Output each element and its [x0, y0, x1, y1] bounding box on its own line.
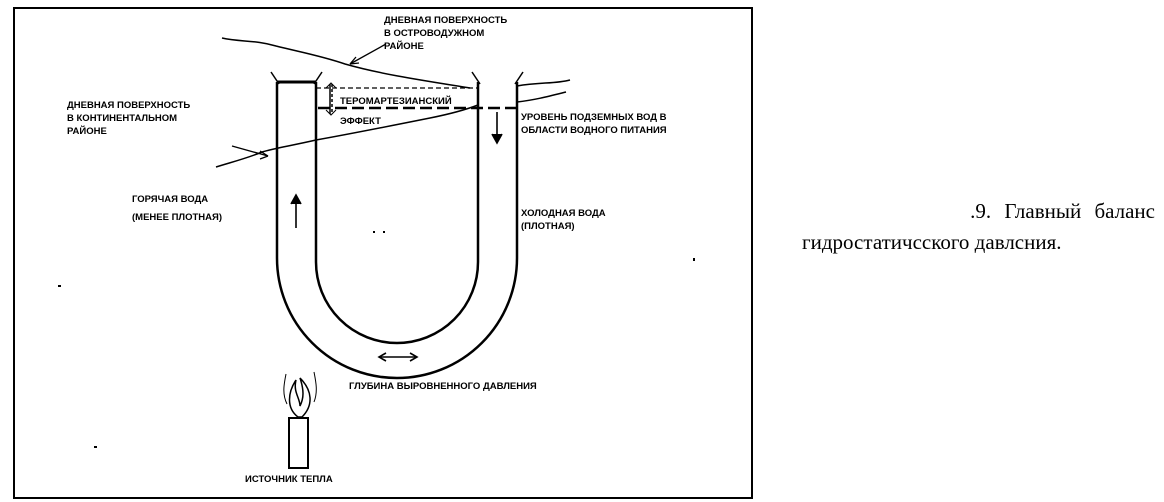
- figure-caption: .9. Главный баланс гидростатичсского дав…: [790, 196, 1155, 258]
- u-tube: [271, 72, 523, 378]
- diagram-frame: [14, 8, 752, 498]
- diagram-labels: ДНЕВНАЯ ПОВЕРХНОСТЬ В ОСТРОВОДУЖНОМ РАЙО…: [67, 15, 669, 485]
- flow-arrows: [291, 112, 502, 361]
- label-thermo-effect: ТЕРОМАРТЕЗИАНСКИЙ ЭФФЕКТ: [340, 95, 454, 127]
- label-surface-island: ДНЕВНАЯ ПОВЕРХНОСТЬ В ОСТРОВОДУЖНОМ РАЙО…: [384, 15, 510, 52]
- flame-icon: [290, 378, 311, 417]
- island-surface-line: [222, 38, 470, 88]
- label-heat-source: ИСТОЧНИК ТЕПЛА: [245, 474, 333, 485]
- continental-surface-line: [216, 105, 478, 167]
- heat-source: [284, 372, 316, 468]
- label-surface-continental: ДНЕВНАЯ ПОВЕРХНОСТЬ В КОНТИНЕНТАЛЬНОМ РА…: [67, 100, 193, 137]
- label-hot-water: ГОРЯЧАЯ ВОДА (МЕНЕЕ ПЛОТНАЯ): [132, 194, 222, 223]
- caption-line-1: .9. Главный баланс: [790, 196, 1155, 227]
- label-cold-water: ХОЛОДНАЯ ВОДА (ПЛОТНАЯ): [521, 208, 608, 232]
- label-groundwater-level: УРОВЕНЬ ПОДЗЕМНЫХ ВОД В ОБЛАСТИ ВОДНОГО …: [521, 112, 669, 136]
- right-surface-line-lower: [517, 92, 566, 102]
- label-equal-pressure-depth: ГЛУБИНА ВЫРОВНЕННОГО ДАВЛЕНИЯ: [349, 381, 537, 392]
- caption-line-2: гидростатичсского давлсния.: [790, 227, 1155, 258]
- right-surface-line-upper: [517, 80, 570, 86]
